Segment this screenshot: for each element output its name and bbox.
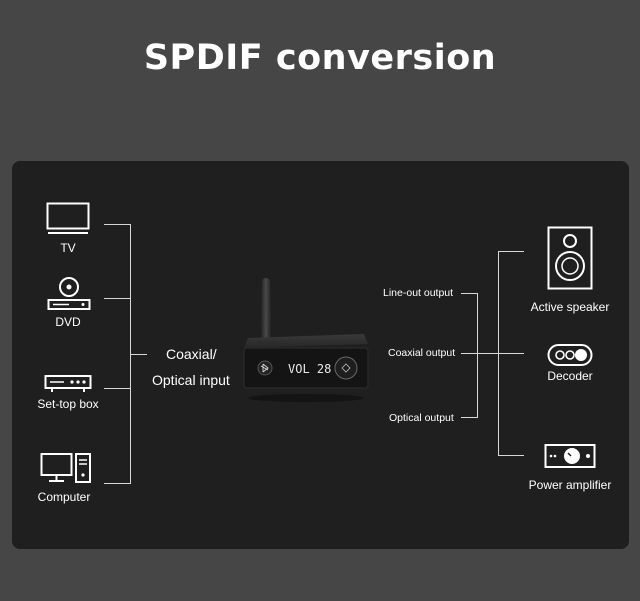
converter-device: VOL 28 bbox=[240, 276, 372, 406]
input-line-computer bbox=[104, 483, 130, 484]
decoder-icon bbox=[547, 343, 593, 367]
input-line-dvd bbox=[104, 298, 130, 299]
input-label-line1: Coaxial/ bbox=[166, 346, 217, 362]
computer-icon bbox=[40, 452, 94, 484]
tv-icon bbox=[46, 202, 90, 236]
output-bracket-inner bbox=[477, 293, 478, 418]
optical-output-label: Optical output bbox=[389, 412, 454, 424]
set-top-box-icon bbox=[44, 374, 92, 394]
dest-line-speaker bbox=[498, 251, 524, 252]
page-title: SPDIF conversion bbox=[143, 38, 497, 78]
power-amplifier-icon bbox=[544, 443, 596, 469]
speaker-icon bbox=[547, 226, 593, 290]
dest-line-decoder bbox=[498, 353, 524, 354]
coaxial-output-label: Coaxial output bbox=[388, 347, 456, 359]
output-line-coaxial bbox=[461, 353, 498, 354]
line-out-label: Line-out output bbox=[383, 287, 454, 299]
input-line-main bbox=[130, 354, 147, 355]
power-amplifier-label: Power amplifier bbox=[528, 478, 612, 492]
tv-label: TV bbox=[60, 241, 76, 255]
device-display: VOL 28 bbox=[288, 362, 331, 376]
output-line-lineout bbox=[461, 293, 477, 294]
active-speaker-label: Active speaker bbox=[530, 300, 610, 314]
input-line-tv bbox=[104, 224, 130, 225]
output-line-optical bbox=[461, 417, 477, 418]
input-line-stb bbox=[104, 388, 130, 389]
dvd-label: DVD bbox=[55, 315, 81, 329]
set-top-box-label: Set-top box bbox=[37, 397, 99, 411]
decoder-label: Decoder bbox=[547, 369, 593, 383]
computer-label: Computer bbox=[37, 490, 91, 504]
dvd-icon bbox=[47, 276, 91, 312]
input-label-line2: Optical input bbox=[152, 372, 230, 388]
dest-line-amplifier bbox=[498, 455, 524, 456]
